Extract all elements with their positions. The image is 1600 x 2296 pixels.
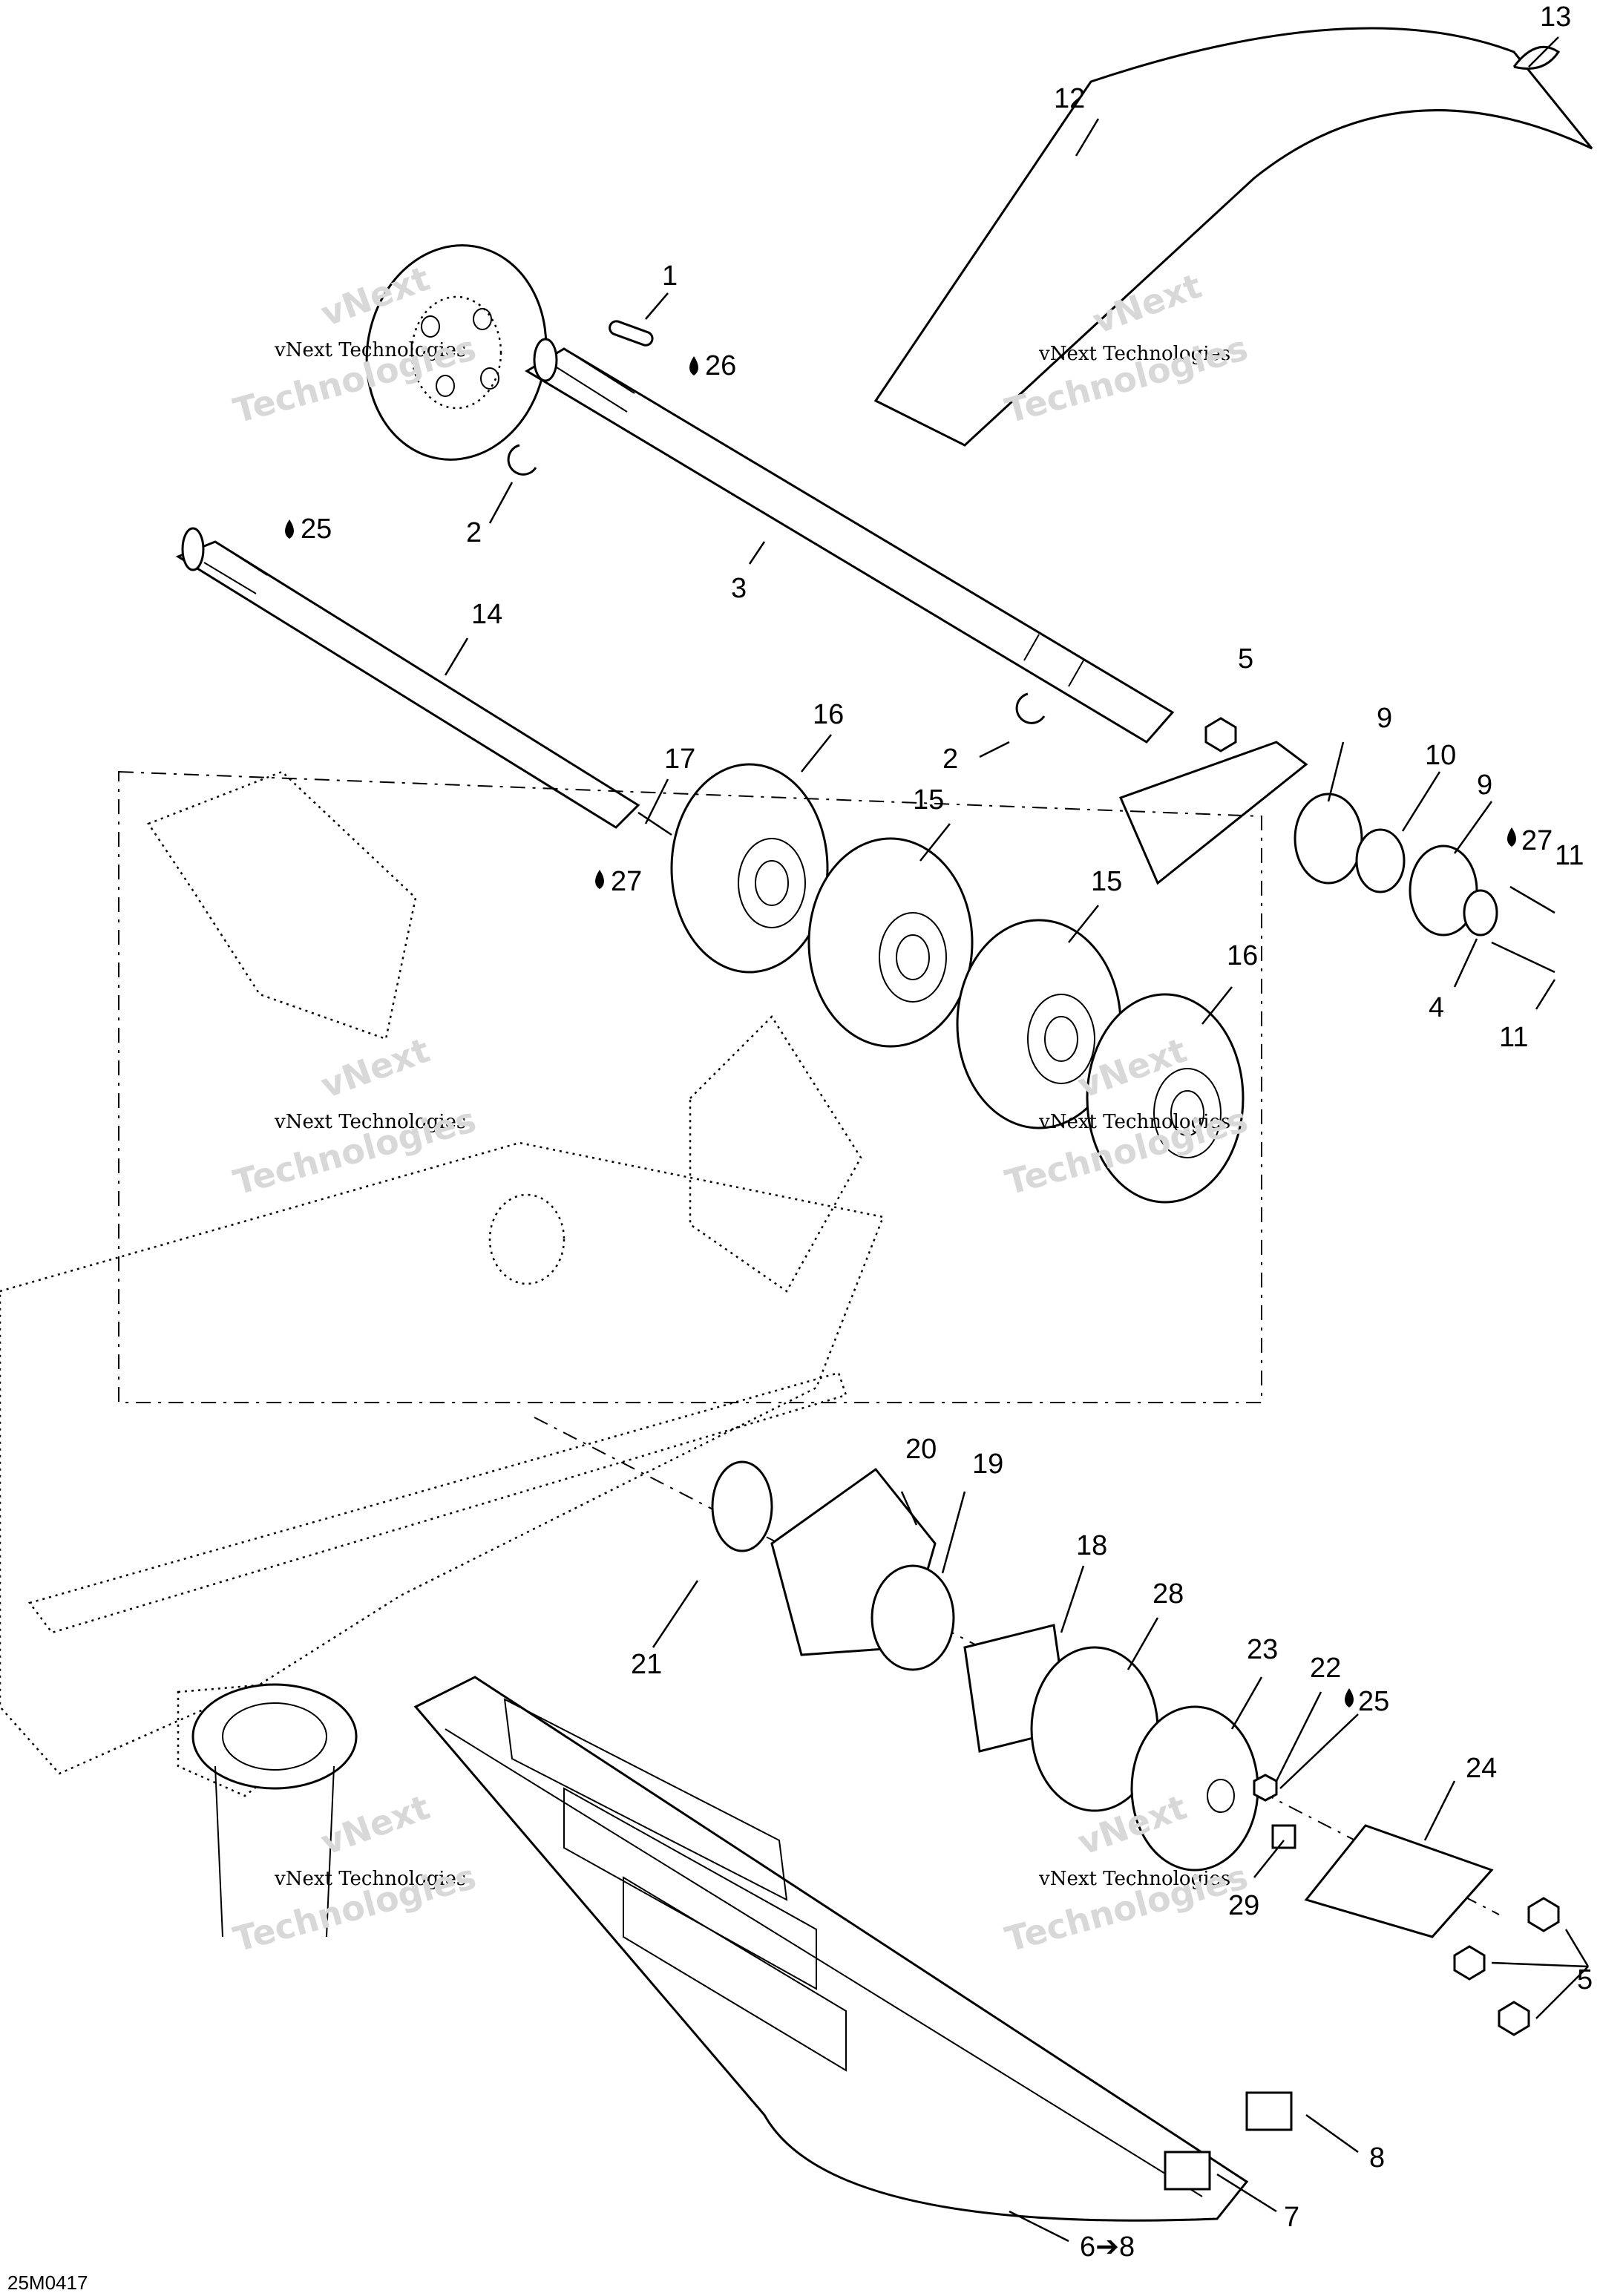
callout-21: 21: [631, 1649, 662, 1680]
key-part-1: [609, 320, 654, 347]
callout-labels: 1 2 2 3 4 5 5 6➔8 7 8 9 9 10 11 11 12 13…: [301, 1, 1593, 2263]
svg-text:vNext Technologies: vNext Technologies: [1038, 1868, 1230, 1890]
callout-29: 29: [1228, 1890, 1259, 1921]
callout-15-left: 15: [913, 784, 944, 816]
grease-fitting-part-17: [637, 811, 672, 836]
bearing-plate: [1118, 741, 1308, 885]
driven-axle-part-14: [175, 527, 640, 829]
plug-part-29: [1271, 1824, 1296, 1849]
callout-23: 23: [1247, 1634, 1278, 1665]
callout-15-right: 15: [1091, 866, 1122, 897]
callout-12: 12: [1054, 83, 1085, 114]
svg-text:vNext Technologies: vNext Technologies: [1038, 1111, 1230, 1133]
slider-shoe-part-7: [1164, 2151, 1211, 2191]
callout-11-top: 11: [1555, 840, 1584, 871]
svg-text:vNext: vNext: [315, 1787, 435, 1863]
spacer-part-21: [711, 1460, 773, 1552]
cover-part-23: [1130, 1705, 1259, 1872]
bolt-part-11-top: [1509, 885, 1555, 914]
callout-3: 3: [731, 573, 747, 604]
sprocket-part-15-left: [807, 837, 974, 1048]
seal-part-9-left: [1294, 793, 1363, 885]
watermark-middle-left: vNext vNext Technologies Technologies: [229, 1030, 480, 1203]
drawing-reference: 25M0417: [7, 2272, 88, 2294]
bearing-part-10: [1355, 828, 1406, 893]
sprocket-part-16-left: [670, 763, 829, 974]
callout-22: 22: [1310, 1653, 1341, 1684]
leader-lines: [444, 36, 1590, 2243]
callout-19: 19: [972, 1449, 1003, 1480]
hair-pin-part-13: [1512, 45, 1561, 70]
assembly-axis: [534, 1417, 1500, 1915]
svg-text:vNext Technologies: vNext Technologies: [274, 339, 466, 361]
svg-text:vNext: vNext: [315, 1030, 435, 1106]
circlip-part-2-right: [1015, 692, 1046, 724]
nut-part-5-b: [1453, 1945, 1486, 1981]
callout-25-top: 25: [301, 514, 332, 545]
tube-fitting: [191, 1683, 358, 1938]
slider-shoe-part-8: [1245, 2091, 1293, 2131]
callout-26: 26: [705, 350, 736, 381]
sprocket-part-16-right: [1086, 993, 1245, 1204]
callout-7: 7: [1284, 2202, 1299, 2233]
callout-20: 20: [905, 1434, 937, 1465]
oil-drop-icon: [285, 356, 1516, 1708]
o-ring-part-4: [1463, 889, 1498, 937]
callout-25-bottom: 25: [1358, 1686, 1389, 1717]
callout-10: 10: [1425, 740, 1456, 771]
nut-part-5-top: [1204, 717, 1237, 752]
bolt-part-11-bottom: [1491, 941, 1555, 974]
callout-24: 24: [1466, 1753, 1497, 1784]
bearing-part-19: [871, 1564, 955, 1671]
nut-part-5-c: [1498, 2001, 1530, 2036]
callout-27-left: 27: [611, 866, 642, 897]
callout-14: 14: [471, 599, 502, 630]
callout-27-right: 27: [1521, 825, 1553, 856]
drive-axle-part-3: [525, 338, 1175, 744]
callout-9-right: 9: [1477, 770, 1492, 801]
fitting-part-22: [1253, 1774, 1278, 1802]
callout-18: 18: [1076, 1530, 1107, 1561]
track-part-6: [413, 1676, 1249, 2222]
svg-text:vNext Technologies: vNext Technologies: [274, 1111, 466, 1133]
callout-17: 17: [664, 744, 695, 775]
callout-16-right: 16: [1227, 940, 1258, 971]
callout-11-bottom: 11: [1499, 1022, 1528, 1053]
hub-part-23: [1207, 1779, 1235, 1813]
callout-2-right: 2: [942, 744, 958, 775]
callout-13: 13: [1540, 1, 1571, 33]
callout-5-top: 5: [1238, 643, 1253, 675]
watermark-bottom-left: vNext vNext Technologies Technologies: [229, 1787, 480, 1960]
nut-part-5-a: [1527, 1897, 1560, 1932]
callout-28: 28: [1153, 1578, 1184, 1610]
callout-6: 6➔8: [1080, 2231, 1135, 2263]
svg-text:vNext Technologies: vNext Technologies: [1038, 343, 1230, 365]
chassis-frame: [0, 770, 1262, 1797]
callout-2-left: 2: [466, 517, 482, 548]
callout-4: 4: [1429, 992, 1444, 1023]
callout-8: 8: [1369, 2142, 1385, 2174]
svg-text:vNext Technologies: vNext Technologies: [274, 1868, 466, 1890]
callout-5-bottom: 5: [1577, 1964, 1593, 1995]
callout-9-left: 9: [1377, 703, 1392, 734]
rear-bumper-part-12: [873, 27, 1593, 447]
bracket-part-24: [1304, 1824, 1494, 1938]
callout-16-left: 16: [813, 699, 844, 730]
circlip-part-2-left: [507, 444, 537, 476]
callout-1: 1: [662, 260, 678, 292]
